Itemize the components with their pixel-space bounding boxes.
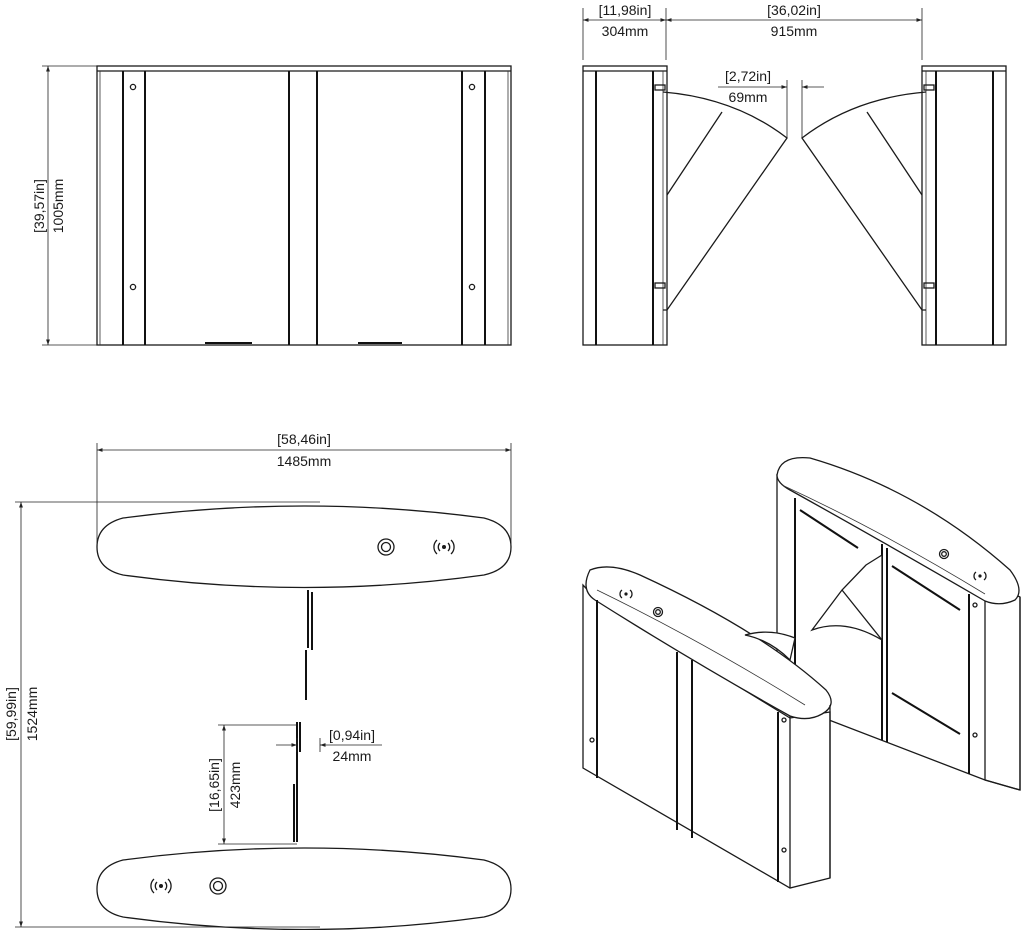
wing-gap-imperial: [2,72in] (725, 68, 771, 84)
panel-thickness-imperial: [0,94in] (329, 727, 375, 743)
plan-view: [58,46in] 1485mm [59,99in] 1524mm [16,65… (3, 431, 512, 930)
overall-width-imperial: [59,99in] (3, 687, 19, 741)
screw (468, 283, 476, 291)
back-cabinet-top (776, 456, 1020, 605)
button-icon (209, 877, 227, 895)
wing-gap-metric: 69mm (729, 89, 768, 105)
height-metric: 1005mm (50, 179, 66, 233)
screw (468, 83, 476, 91)
length-metric: 1485mm (277, 453, 331, 469)
isometric-view (582, 456, 1021, 889)
passage-width-metric: 915mm (771, 23, 818, 39)
front-cabinet-top (585, 566, 832, 720)
rfid-reader-icon (150, 878, 172, 894)
overall-width-metric: 1524mm (24, 687, 40, 741)
button-icon (652, 606, 664, 618)
cabinet-outline (96, 65, 512, 346)
length-imperial: [58,46in] (277, 431, 331, 447)
wing-depth-metric: 423mm (227, 762, 243, 809)
button-icon (377, 538, 395, 556)
right-cabinet (921, 65, 1007, 346)
front-cabinet (582, 566, 832, 889)
bottom-cabinet-outline (96, 847, 512, 930)
screw (129, 83, 137, 91)
top-cabinet-outline (96, 505, 512, 589)
right-wing (801, 91, 927, 311)
left-wing (662, 91, 788, 311)
panel-thickness-metric: 24mm (333, 748, 372, 764)
button-icon (938, 548, 950, 560)
passage-width-imperial: [36,02in] (767, 2, 821, 18)
front-wing (744, 631, 796, 662)
wing-depth-imperial: [16,65in] (206, 758, 222, 812)
rfid-reader-icon (619, 589, 633, 599)
rfid-reader-icon (433, 539, 455, 555)
rfid-reader-icon (973, 571, 987, 581)
height-imperial: [39,57in] (31, 179, 47, 233)
side-elevation-view: [11,98in] 304mm [36,02in] 915mm [2,72in]… (582, 2, 1007, 346)
left-cabinet (582, 65, 668, 346)
cabinet-width-imperial: [11,98in] (599, 2, 652, 18)
front-elevation-view: [39,57in] 1005mm (31, 65, 512, 346)
back-cabinet (776, 456, 1021, 791)
screw (129, 283, 137, 291)
cabinet-width-metric: 304mm (602, 23, 649, 39)
